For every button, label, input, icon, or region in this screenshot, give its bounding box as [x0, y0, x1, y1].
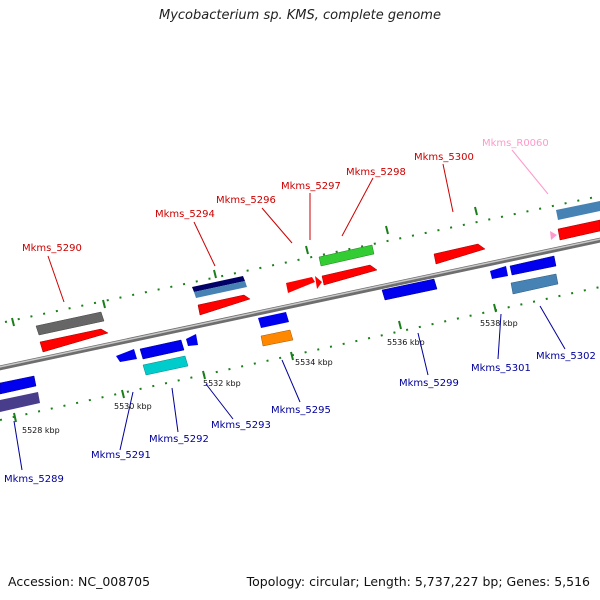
gene-block-small-blue[interactable] — [186, 334, 198, 346]
gene-block-blue-right[interactable] — [509, 255, 557, 276]
genome-summary-text: Topology: circular; Length: 5,737,227 bp… — [246, 574, 590, 589]
gene-block-mkms-5289[interactable] — [0, 375, 37, 395]
gene-block-red-5298b[interactable] — [321, 264, 378, 286]
gene-block-mkms-5299[interactable] — [381, 278, 438, 301]
gene-block-slate[interactable] — [0, 392, 40, 412]
gene-label-mkms-5289[interactable]: Mkms_5289 — [4, 474, 64, 485]
gene-block-mkms-5302[interactable] — [510, 273, 559, 295]
scale-ticks — [11, 206, 497, 423]
gene-block-mkms-5296[interactable] — [286, 277, 315, 293]
reverse-genes — [0, 255, 559, 412]
forward-leaders — [47, 163, 454, 303]
scale-label: 5534 kbp — [295, 358, 333, 367]
gene-block-mkms-5290[interactable] — [39, 328, 109, 353]
gene-block-mkms-5291[interactable] — [116, 349, 137, 362]
gene-block-navy[interactable] — [192, 276, 245, 292]
map-title: Mycobacterium sp. KMS, complete genome — [159, 8, 441, 23]
gene-label-mkms-5293[interactable]: Mkms_5293 — [211, 420, 271, 431]
genome-backbone — [0, 237, 600, 371]
gene-block-steelblue[interactable] — [194, 281, 247, 298]
gene-block-gray[interactable] — [35, 311, 105, 336]
gene-label-mkms-5292[interactable]: Mkms_5292 — [149, 434, 209, 445]
reverse-leaders — [13, 305, 566, 471]
gene-block-steelblue-right[interactable] — [556, 201, 600, 220]
gene-block-mkms-5292[interactable] — [142, 355, 189, 376]
gene-block-mkms-r0060[interactable] — [550, 231, 557, 240]
gene-label-mkms-5297[interactable]: Mkms_5297 — [281, 181, 341, 192]
reverse-track — [0, 286, 600, 421]
gene-label-mkms-5295[interactable]: Mkms_5295 — [271, 405, 331, 416]
gene-block-red-right[interactable] — [557, 219, 600, 241]
gene-label-mkms-5296[interactable]: Mkms_5296 — [216, 195, 276, 206]
gene-block-mkms-5292-blue[interactable] — [139, 339, 185, 360]
rna-leader — [511, 149, 549, 195]
gene-label-mkms-5294[interactable]: Mkms_5294 — [155, 209, 215, 220]
gene-block-orange[interactable] — [260, 329, 294, 347]
gene-label-mkms-5302[interactable]: Mkms_5302 — [536, 351, 596, 362]
accession-text: Accession: NC_008705 — [8, 574, 151, 589]
scale-label: 5538 kbp — [480, 319, 518, 328]
gene-label-mkms-r0060[interactable]: Mkms_R0060 — [482, 138, 549, 149]
scale-label: 5536 kbp — [387, 338, 425, 347]
gene-label-mkms-5300[interactable]: Mkms_5300 — [414, 152, 474, 163]
gene-block-mkms-5301[interactable] — [490, 266, 508, 279]
scale-label: 5532 kbp — [203, 379, 241, 388]
forward-genes — [35, 201, 600, 353]
gene-label-mkms-5298[interactable]: Mkms_5298 — [346, 167, 406, 178]
gene-block-mkms-5298[interactable] — [318, 244, 375, 267]
gene-label-mkms-5301[interactable]: Mkms_5301 — [471, 363, 531, 374]
gene-block-mkms-5300[interactable] — [433, 243, 486, 265]
gene-label-mkms-5290[interactable]: Mkms_5290 — [22, 243, 82, 254]
gene-block-mkms-5297[interactable] — [315, 276, 322, 289]
gene-label-mkms-5291[interactable]: Mkms_5291 — [91, 450, 151, 461]
gene-block-mkms-5295[interactable] — [258, 312, 289, 328]
gene-label-mkms-5299[interactable]: Mkms_5299 — [399, 378, 459, 389]
scale-label: 5528 kbp — [22, 426, 60, 435]
gene-block-mkms-5294[interactable] — [197, 294, 251, 316]
scale-label: 5530 kbp — [114, 402, 152, 411]
genome-backbone-highlight — [0, 238, 600, 368]
